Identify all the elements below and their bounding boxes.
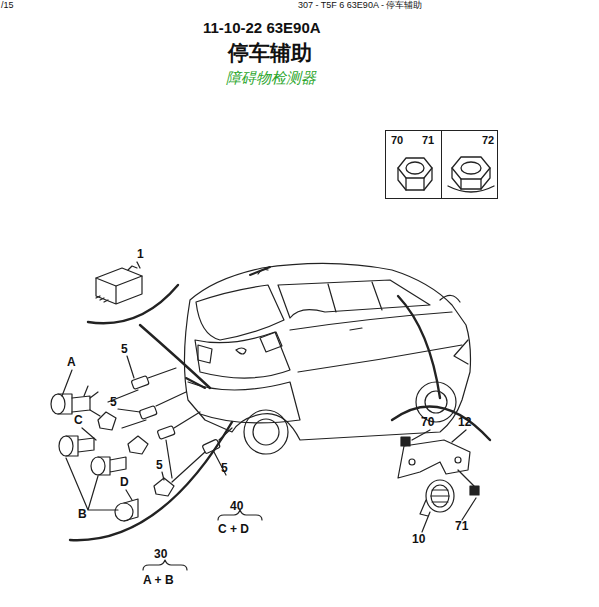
buzzer [420, 480, 454, 516]
tailgate [195, 332, 290, 378]
page-title: 停车辅助 [228, 41, 312, 65]
sensor-clip [154, 478, 174, 496]
callout-number: 70 [421, 416, 434, 430]
running-header: 307 - T5F 6 63E90A - 停车辅助 [298, 0, 422, 10]
brace [143, 560, 187, 570]
kit-contents: A + B [143, 574, 174, 588]
inset-arc [398, 296, 440, 398]
callout-number: 71 [455, 520, 468, 534]
connector [139, 406, 157, 420]
sensor-clip [128, 436, 148, 454]
page-number: /15 [1, 0, 14, 10]
callout-number: 12 [458, 416, 471, 430]
rear-bumper [188, 382, 300, 423]
callout-number: 5 [121, 343, 128, 357]
part-box: 70 71 [385, 130, 442, 199]
inset-arc [140, 325, 210, 388]
callout-number: 71 [422, 134, 434, 147]
callout-letter: B [78, 508, 87, 522]
callout-number: 5 [110, 396, 117, 410]
callout-number: 5 [156, 459, 163, 473]
part-box: 72 [441, 130, 498, 199]
sensor-clip [98, 412, 116, 430]
subtitle: 障碍物检测器 [226, 69, 316, 86]
callout-letter: D [120, 476, 129, 490]
callout-number: 10 [412, 533, 425, 547]
callout-number: 1 [137, 248, 144, 262]
inset-arc [88, 285, 178, 323]
kit-number: 30 [154, 548, 167, 562]
leader-line [412, 430, 476, 532]
callout-number: 70 [391, 134, 403, 147]
callout-number: 5 [221, 462, 228, 476]
side-window [278, 280, 430, 318]
callout-letter: A [67, 356, 76, 370]
document-code: 11-10-22 63E90A [203, 19, 321, 36]
obstacle-sensors [51, 368, 232, 521]
nut-drawings [398, 157, 494, 192]
buzzer-bracket [398, 437, 479, 495]
leader-line [137, 262, 140, 268]
car-body [184, 263, 470, 454]
connector [157, 426, 175, 440]
inset-arc [392, 406, 490, 440]
callout-number: 72 [482, 134, 494, 147]
callout-letter: C [74, 414, 83, 428]
rear-window [196, 285, 284, 340]
kit-number: 40 [230, 500, 243, 514]
tail-lamp [198, 332, 282, 363]
leader-line [62, 356, 226, 510]
ecu-module [96, 266, 142, 304]
kit-contents: C + D [218, 523, 249, 537]
